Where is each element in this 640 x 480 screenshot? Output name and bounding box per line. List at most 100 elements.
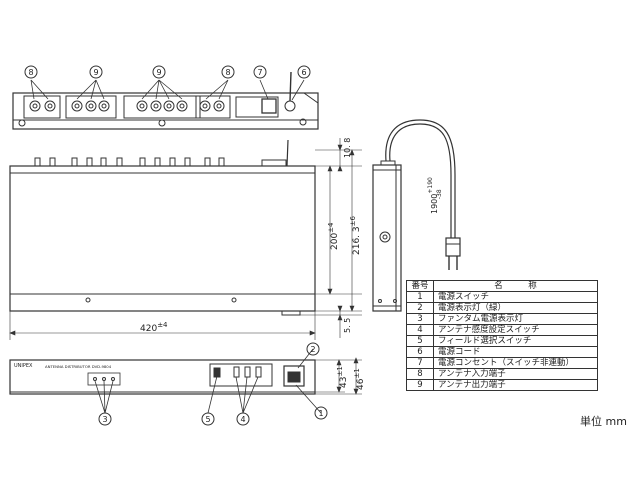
overall-depth-dimension: 216. 3±6 <box>349 215 362 255</box>
output-connector-block <box>123 95 201 119</box>
power-cord <box>385 119 456 238</box>
row-number: 5 <box>406 335 434 347</box>
unit-label: 単位 mm <box>580 415 627 428</box>
plan-view: 420±4 200±4 216. 3±6 10. 8 5. 5 <box>9 138 362 340</box>
screw <box>85 297 91 303</box>
callout-label: 8 <box>225 68 230 77</box>
plan-power-cord <box>286 139 289 167</box>
plan-body-outline <box>9 165 316 312</box>
height-dimension: 43±1 <box>336 366 349 388</box>
antenna-output-terminal <box>71 100 83 112</box>
callout-label: 7 <box>257 68 262 77</box>
row-number: 7 <box>406 357 434 369</box>
width-dimension: 420±4 <box>140 321 168 334</box>
row-name: 電源表示灯（緑） <box>433 302 598 314</box>
power-outlet <box>261 98 277 114</box>
front-model-label: ANTENNA DISTRIBUTOR DVD-9804 <box>45 364 112 369</box>
antenna-input-terminal <box>199 100 211 112</box>
row-name: 電源コンセント（スイッチ非連動） <box>433 357 598 369</box>
callout-label: 2 <box>310 345 315 354</box>
front-brand-label: UNIPEX <box>14 363 33 369</box>
power-switch <box>283 365 305 387</box>
callout-label: 6 <box>301 68 306 77</box>
label-plate <box>235 96 279 118</box>
phantom-power-led <box>111 377 115 381</box>
callout-label: 8 <box>28 68 33 77</box>
screw <box>393 299 397 303</box>
depth-dimension: 200±4 <box>327 222 340 250</box>
row-name: 電源コード <box>433 346 598 358</box>
front-view: UNIPEX ANTENNA DISTRIBUTOR DVD-9804 2 <box>9 342 366 426</box>
power-switch-rocker <box>287 371 301 383</box>
header-number: 番号 <box>406 280 434 292</box>
callout-6 <box>297 65 311 79</box>
antenna-output-terminal <box>136 100 148 112</box>
dimension-lines <box>9 138 362 340</box>
row-name: フィールド選択スイッチ <box>433 335 598 347</box>
input-connector-block <box>195 95 231 119</box>
side-knob <box>379 231 391 243</box>
sensitivity-switch <box>233 366 240 378</box>
switch-protrusion <box>281 310 301 316</box>
callout-1 <box>314 406 328 420</box>
phantom-power-led <box>93 377 97 381</box>
callout-8 <box>24 65 38 79</box>
antenna-input-terminal <box>213 100 225 112</box>
sensitivity-switch <box>255 366 262 378</box>
top-offset-dimension: 10. 8 <box>343 138 352 158</box>
row-number: 6 <box>406 346 434 358</box>
header-name: 名 称 <box>433 280 598 292</box>
bottom-offset-dimension: 5. 5 <box>343 318 352 333</box>
rear-mount-hole <box>18 119 26 127</box>
row-number: 2 <box>406 302 434 314</box>
rear-mount-hole <box>158 119 166 127</box>
antenna-output-terminal <box>98 100 110 112</box>
screw <box>378 299 382 303</box>
screw <box>231 297 237 303</box>
callout-3 <box>98 412 112 426</box>
power-cord-stub <box>289 71 292 102</box>
row-number: 8 <box>406 368 434 380</box>
table-header-row: 番号 名 称 <box>406 280 598 292</box>
row-number: 3 <box>406 313 434 325</box>
antenna-input-terminal <box>29 100 41 112</box>
antenna-output-terminal <box>163 100 175 112</box>
input-connector-block <box>23 95 61 119</box>
front-panel-outline <box>9 359 316 395</box>
row-name: アンテナ入力端子 <box>433 368 598 380</box>
phantom-power-led <box>102 377 106 381</box>
field-select-switch <box>213 367 221 378</box>
row-number: 4 <box>406 324 434 336</box>
callout-5 <box>201 412 215 426</box>
callout-4 <box>236 412 250 426</box>
row-name: アンテナ感度設定スイッチ <box>433 324 598 336</box>
power-plug <box>445 237 461 257</box>
rear-panel-view: 8 9 9 8 7 6 <box>12 65 319 130</box>
antenna-input-terminal <box>44 100 56 112</box>
side-view: 1900+190-38 <box>372 119 461 312</box>
side-knob-center <box>382 234 388 240</box>
callout-label: 3 <box>102 415 107 424</box>
row-name: アンテナ出力端子 <box>433 379 598 391</box>
antenna-output-terminal <box>85 100 97 112</box>
callout-label: 9 <box>156 68 161 77</box>
antenna-output-terminal <box>176 100 188 112</box>
antenna-output-terminal <box>150 100 162 112</box>
overall-height-dimension: 46±1 <box>353 368 366 390</box>
callout-2 <box>306 342 320 356</box>
rear-connector-tabs <box>34 157 287 167</box>
power-cord-bushing <box>284 100 296 112</box>
callout-label: 1 <box>318 409 323 418</box>
rear-mount-hole <box>299 118 307 126</box>
